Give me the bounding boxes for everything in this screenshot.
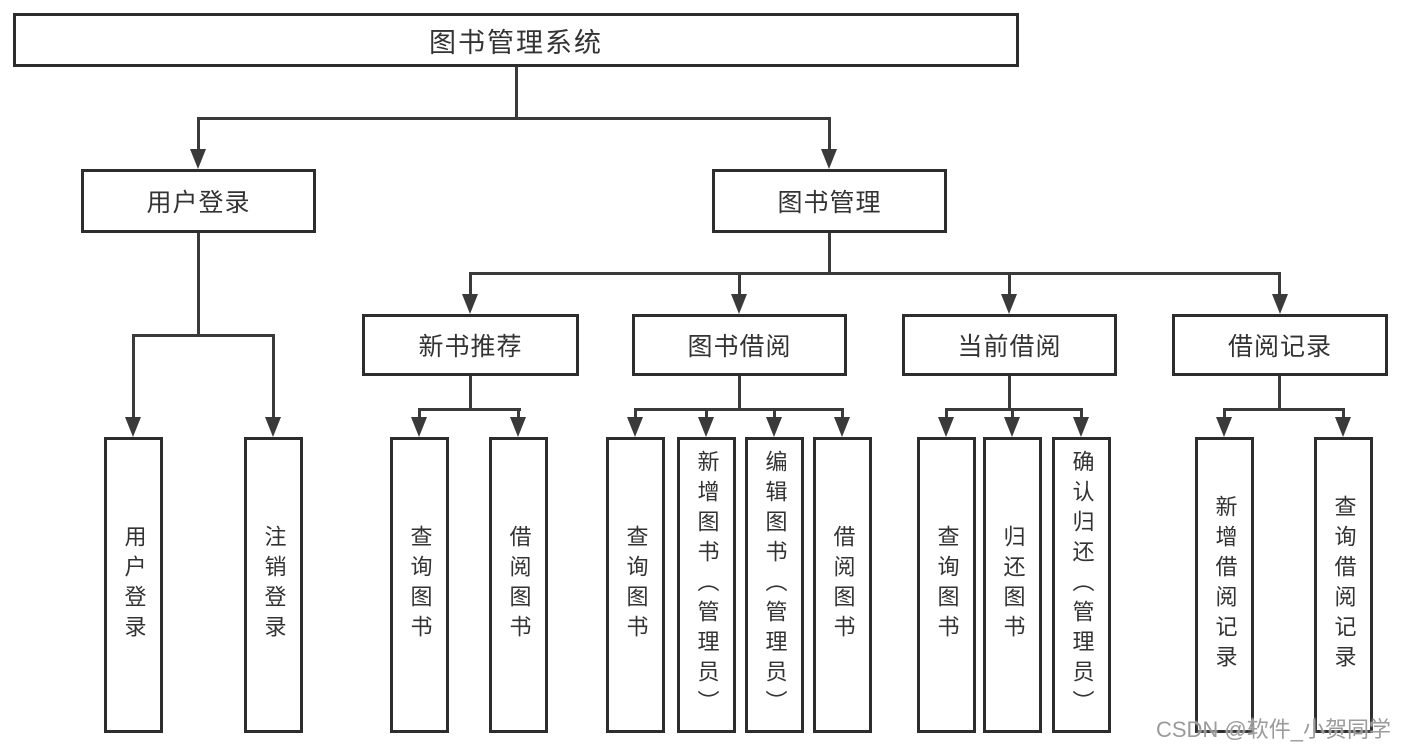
leaf-query-books-borrowing: 查询图书 — [606, 437, 665, 733]
connector-line — [1278, 272, 1281, 298]
leaf-label: 新增图书（管理员） — [694, 450, 720, 720]
arrow-down-icon — [698, 417, 714, 437]
connector-line — [1008, 272, 1011, 298]
arrow-down-icon — [190, 149, 206, 169]
connector-line — [1278, 376, 1281, 411]
node-current-borrowing: 当前借阅 — [902, 314, 1117, 376]
connector-line — [841, 408, 844, 420]
leaf-return-books: 归还图书 — [983, 437, 1042, 733]
connector-line — [515, 67, 518, 120]
arrow-down-icon — [510, 417, 526, 437]
connector-line — [1008, 376, 1011, 411]
node-library-management-system: 图书管理系统 — [13, 13, 1019, 67]
leaf-label: 注销登录 — [261, 525, 287, 645]
arrow-down-icon — [265, 417, 281, 437]
arrow-down-icon — [1216, 417, 1232, 437]
arrow-down-icon — [938, 417, 954, 437]
connector-line — [945, 408, 1083, 411]
connector-line — [634, 408, 844, 411]
leaf-label: 用户登录 — [121, 525, 147, 645]
node-user-login: 用户登录 — [81, 169, 316, 233]
leaf-label: 借阅图书 — [830, 525, 856, 645]
connector-line — [197, 233, 200, 337]
connector-line — [418, 408, 421, 420]
node-borrowing-records: 借阅记录 — [1172, 314, 1388, 376]
arrow-down-icon — [1073, 417, 1089, 437]
leaf-add-borrow-record: 新增借阅记录 — [1195, 437, 1254, 733]
leaf-query-borrow-record: 查询借阅记录 — [1314, 437, 1373, 733]
connector-line — [197, 117, 200, 151]
leaf-label: 查询图书 — [407, 525, 433, 645]
leaf-add-books-admin: 新增图书（管理员） — [677, 437, 736, 733]
connector-line — [132, 334, 135, 420]
leaf-label: 查询图书 — [623, 525, 649, 645]
leaf-label: 确认归还（管理员） — [1069, 450, 1095, 720]
leaf-label: 查询借阅记录 — [1331, 495, 1357, 675]
connector-line — [272, 334, 275, 420]
leaf-label: 编辑图书（管理员） — [762, 450, 788, 720]
connector-line — [705, 408, 708, 420]
leaf-borrow-books: 借阅图书 — [813, 437, 872, 733]
arrow-down-icon — [411, 417, 427, 437]
arrow-down-icon — [731, 294, 747, 314]
connector-line — [738, 272, 741, 298]
arrow-down-icon — [821, 149, 837, 169]
connector-line — [773, 408, 776, 420]
connector-line — [197, 117, 831, 120]
leaf-label: 归还图书 — [1000, 525, 1026, 645]
arrow-down-icon — [627, 417, 643, 437]
leaf-label: 新增借阅记录 — [1212, 495, 1238, 675]
arrow-down-icon — [1335, 417, 1351, 437]
connector-line — [1223, 408, 1345, 411]
leaf-query-books-recommend: 查询图书 — [390, 437, 449, 733]
node-book-management: 图书管理 — [712, 169, 947, 233]
arrow-down-icon — [125, 417, 141, 437]
connector-line — [1080, 408, 1083, 420]
leaf-logout-login: 注销登录 — [244, 437, 303, 733]
arrow-down-icon — [1004, 417, 1020, 437]
leaf-user-login: 用户登录 — [104, 437, 163, 733]
leaf-borrow-books-recommend: 借阅图书 — [489, 437, 548, 733]
leaf-query-books-current: 查询图书 — [917, 437, 976, 733]
connector-line — [517, 408, 520, 420]
leaf-label: 查询图书 — [934, 525, 960, 645]
connector-line — [469, 272, 472, 298]
node-new-book-recommendation: 新书推荐 — [362, 314, 579, 376]
arrow-down-icon — [1001, 294, 1017, 314]
arrow-down-icon — [1272, 294, 1288, 314]
connector-line — [1223, 408, 1226, 420]
node-book-borrowing: 图书借阅 — [632, 314, 847, 376]
connector-line — [738, 376, 741, 411]
connector-line — [469, 272, 1281, 275]
connector-line — [1011, 408, 1014, 420]
connector-line — [945, 408, 948, 420]
connector-line — [634, 408, 637, 420]
arrow-down-icon — [834, 417, 850, 437]
arrow-down-icon — [462, 294, 478, 314]
connector-line — [469, 376, 472, 411]
connector-line — [418, 408, 521, 411]
leaf-edit-books-admin: 编辑图书（管理员） — [745, 437, 804, 733]
connector-line — [828, 117, 831, 151]
connector-line — [828, 233, 831, 275]
arrow-down-icon — [766, 417, 782, 437]
csdn-watermark: CSDN @软件_小贺同学 — [1155, 717, 1391, 742]
leaf-confirm-return-admin: 确认归还（管理员） — [1052, 437, 1111, 733]
connector-line — [1342, 408, 1345, 420]
leaf-label: 借阅图书 — [506, 525, 532, 645]
connector-line — [132, 334, 275, 337]
